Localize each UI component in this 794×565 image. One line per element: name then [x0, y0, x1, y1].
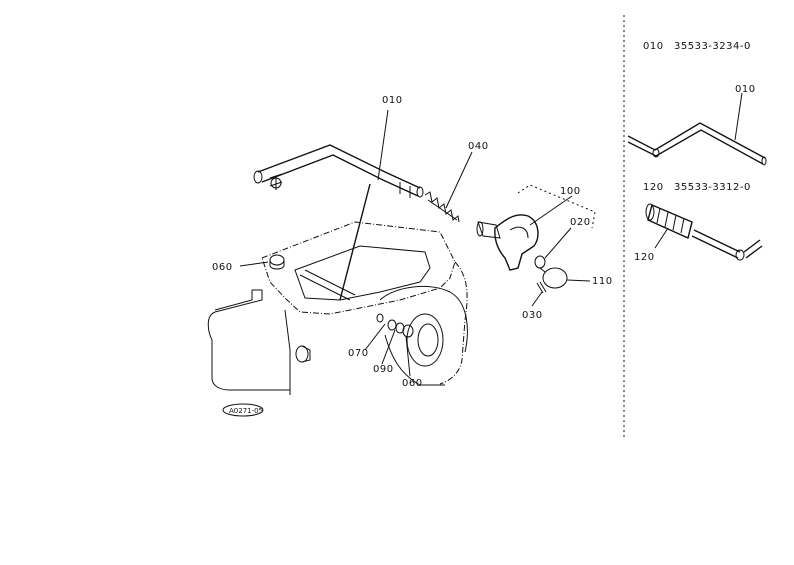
callout-060-lower: 060 [402, 378, 423, 389]
part2-label: 120 [634, 252, 655, 263]
stamp-text: A0271-05 [229, 407, 263, 415]
callout-040: 040 [468, 141, 489, 152]
part2-grip-sketch [645, 203, 763, 261]
nut-060-left [269, 254, 285, 270]
leader-lines [239, 109, 591, 377]
bolt-set-lower [376, 313, 414, 338]
callout-070: 070 [348, 348, 369, 359]
transmission-housing [207, 221, 468, 395]
side-panel: 010 35533-3234-0 010 120 35533-3312-0 12… [627, 41, 767, 263]
callout-090: 090 [373, 364, 394, 375]
diagram-stamp: A0271-05 [222, 403, 264, 417]
part1-rod-sketch [627, 122, 767, 166]
part1-number: 35533-3234-0 [674, 41, 751, 52]
callout-020: 020 [570, 217, 591, 228]
spring [424, 191, 460, 223]
callout-060-left: 060 [212, 262, 233, 273]
part2-ref: 120 [643, 182, 664, 193]
part1-label: 010 [735, 84, 756, 95]
callout-110: 110 [592, 276, 613, 287]
callout-100: 100 [560, 186, 581, 197]
shift-fork [476, 184, 596, 294]
part2-number: 35533-3312-0 [674, 182, 751, 193]
callout-labels: 010 040 100 020 110 030 060 070 090 060 [212, 95, 613, 389]
callout-030: 030 [522, 310, 543, 321]
part1-ref: 010 [643, 41, 664, 52]
callout-010: 010 [382, 95, 403, 106]
shift-rod [253, 144, 424, 198]
